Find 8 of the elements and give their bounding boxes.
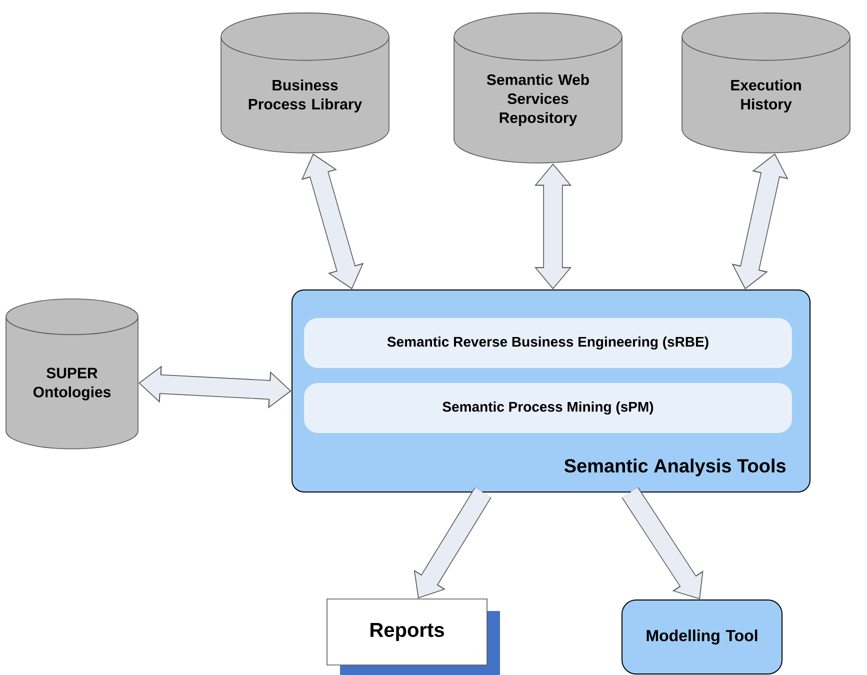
tool-box: Modelling Tool	[622, 600, 782, 674]
database-cylinder: Execution History	[682, 12, 850, 154]
database-cylinder: Semantic Web Services Repository	[454, 12, 622, 164]
module-box: Semantic Reverse Business Engineering (sRBE)	[304, 318, 792, 368]
module-box: Semantic Process Mining (sPM)	[304, 383, 792, 433]
document-box: Reports	[326, 598, 500, 675]
database-cylinder: SUPER Ontologies	[6, 298, 138, 450]
database-cylinder: Business Process Library	[220, 12, 390, 154]
